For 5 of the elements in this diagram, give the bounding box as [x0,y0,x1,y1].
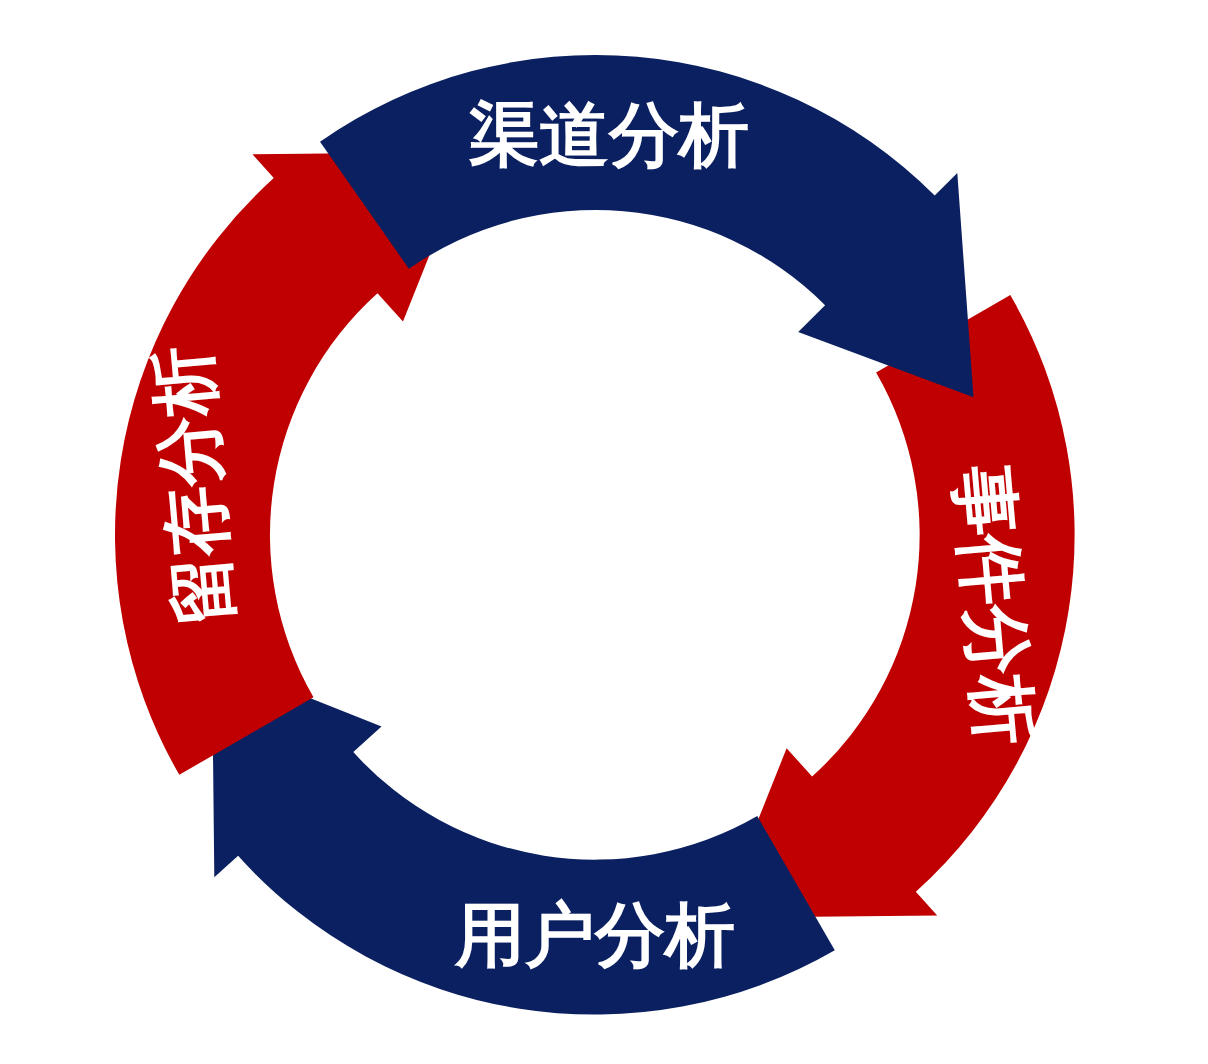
segment-label: 事件分析 [946,462,1041,748]
curved-arrow-segment [319,55,974,398]
segment-label: 渠道分析 [468,100,749,171]
segment-label: 用户分析 [455,900,735,970]
segment-label: 留存分析 [145,343,241,629]
